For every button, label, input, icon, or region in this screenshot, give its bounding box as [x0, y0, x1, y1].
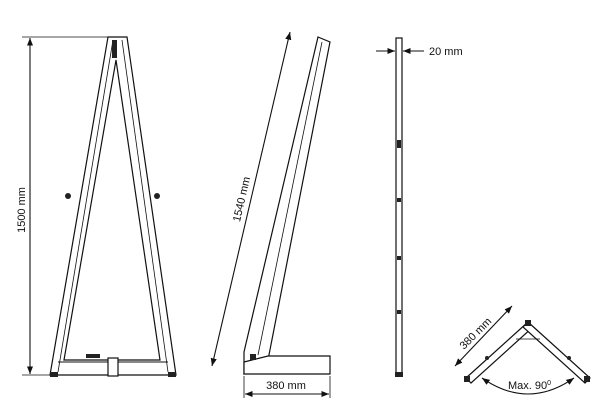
top-view: 380 mm Max. 900	[454, 305, 591, 395]
height-label: 1500 mm	[16, 187, 28, 233]
top-pin-left	[485, 356, 489, 360]
edge-mark-2	[397, 256, 401, 260]
bottom-clip	[86, 354, 100, 358]
top-hinge	[112, 40, 117, 58]
knob-left	[65, 193, 71, 199]
angle-label: Max. 900	[508, 380, 551, 392]
angle-arc	[481, 377, 575, 395]
side-base	[243, 355, 331, 375]
edge-foot	[395, 372, 403, 377]
edge-mark-3	[397, 310, 401, 314]
knob-right	[154, 193, 160, 199]
top-foot-right	[584, 376, 590, 382]
top-pin-right	[567, 356, 571, 360]
bottom-bracket	[107, 357, 119, 377]
right-stile-line	[121, 39, 169, 373]
top-width-dimension-line	[454, 305, 513, 367]
front-view: 1500 mm	[16, 36, 177, 377]
foot-right	[168, 372, 176, 377]
depth-label: 380 mm	[266, 380, 306, 392]
edge-board	[395, 37, 403, 377]
length-label: 1540 mm	[231, 176, 253, 223]
top-hinge-block	[525, 320, 531, 326]
side-board	[243, 36, 331, 376]
side-view: 1540 mm 380 mm	[210, 31, 331, 398]
left-stile-line	[57, 39, 114, 373]
edge-view: 20 mm	[376, 37, 463, 377]
side-hinge	[250, 354, 256, 360]
length-dimension-line	[210, 31, 292, 367]
foot-left	[50, 372, 58, 377]
edge-mark-1	[397, 198, 401, 202]
top-width-label: 380 mm	[458, 316, 495, 353]
top-foot-left	[464, 376, 470, 382]
edge-knob	[397, 140, 401, 148]
top-board-right	[522, 321, 591, 384]
thickness-label: 20 mm	[429, 46, 463, 58]
side-board-edge	[257, 41, 323, 356]
